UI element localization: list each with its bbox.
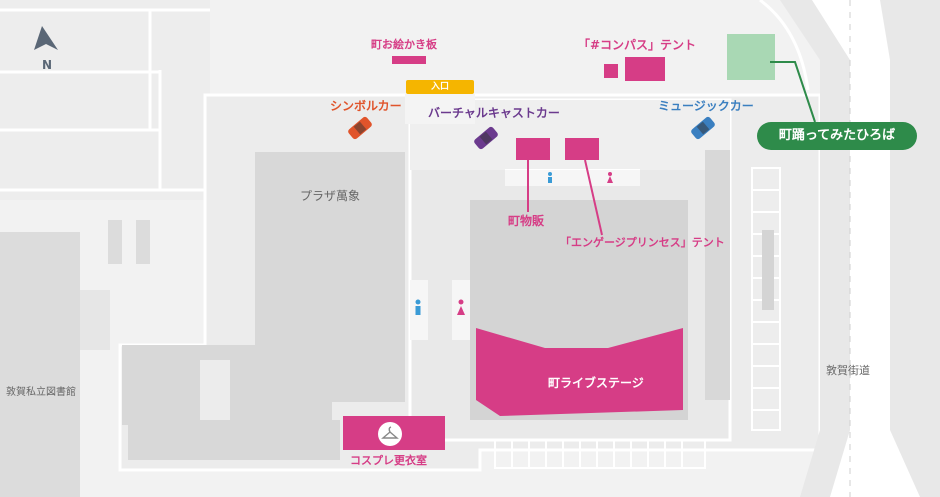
music-car-label: ミュージックカー	[658, 99, 754, 113]
virtual-caster-car-label: バーチャルキャストカー	[428, 106, 560, 120]
merch-booth	[516, 138, 550, 160]
drawing-board-booth	[392, 56, 426, 64]
live-stage	[476, 328, 683, 416]
costume-room-label: コスプレ更衣室	[350, 454, 427, 467]
street-label: 敦賀街道	[826, 364, 870, 377]
restroom-female-icon	[607, 172, 613, 183]
dance-plaza-area	[727, 34, 775, 80]
dance-plaza-label: 町踊ってみたひろば	[757, 122, 917, 150]
engage-tent-booth	[565, 138, 599, 160]
compass-label: N	[42, 58, 53, 72]
symbol-car-label: シンボルカー	[330, 99, 402, 113]
restroom-male-icon	[548, 172, 552, 183]
compass-tent-small	[604, 64, 618, 78]
hanger-icon	[378, 422, 402, 446]
restroom-male-icon	[415, 299, 421, 315]
drawing-board-label: 町お絵かき板	[371, 38, 437, 51]
library-building	[0, 232, 80, 497]
merch-label: 町物販	[508, 214, 545, 228]
restroom-female-icon	[457, 299, 465, 315]
compass-tent-booth	[625, 57, 665, 81]
compass-arrow-icon	[34, 26, 58, 50]
library-label: 敦賀私立図書館	[6, 387, 76, 398]
compass-tent-label: 「#コンパス」テント	[578, 38, 697, 52]
symbol-car-icon	[348, 116, 372, 140]
engage-tent-label: 「エンゲージプリンセス」テント	[560, 236, 725, 249]
plaza-mansho-label: プラザ萬象	[300, 189, 361, 203]
music-car-icon	[691, 116, 715, 140]
virtual-caster-car-icon	[474, 126, 498, 150]
entrance-label: 入口	[406, 80, 474, 94]
stage-label: 町ライブステージ	[548, 376, 644, 390]
